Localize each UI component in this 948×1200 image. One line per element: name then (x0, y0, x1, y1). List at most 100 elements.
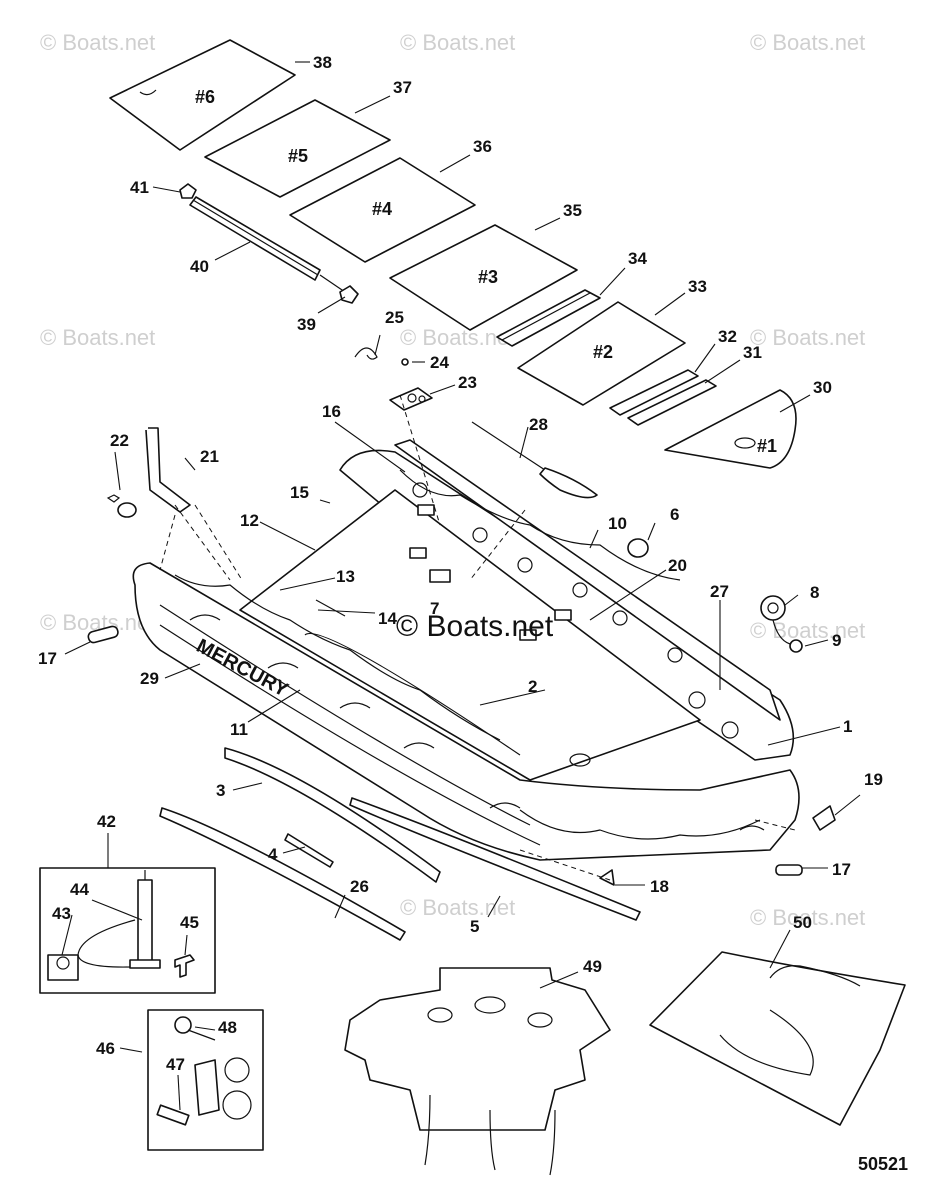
rail-cap-41[interactable] (179, 183, 197, 199)
keel-strip-3[interactable] (224, 747, 441, 883)
callout-43: 43 (52, 904, 71, 923)
callout-21: 21 (200, 447, 219, 466)
panel-label-3: #3 (478, 267, 498, 287)
storage-bag-50[interactable] (649, 951, 906, 1126)
drawing-number: 50521 (858, 1154, 908, 1174)
side-rail-40[interactable] (189, 196, 346, 293)
leader-lines (61, 61, 861, 1111)
callout-37: 37 (393, 78, 412, 97)
callout-8: 8 (810, 583, 819, 602)
stringer-31[interactable] (627, 379, 717, 426)
callout-15: 15 (290, 483, 309, 502)
callout-42: 42 (97, 812, 116, 831)
callout-9: 9 (832, 631, 841, 650)
valve-wrench-48 (174, 1016, 216, 1041)
panel-label-6: #6 (195, 87, 215, 107)
callout-10: 10 (608, 514, 627, 533)
oar-28[interactable] (471, 421, 598, 499)
callout-17-right: 17 (832, 860, 851, 879)
callout-6: 6 (670, 505, 679, 524)
watermark: © Boats.net (750, 30, 865, 55)
callout-23: 23 (458, 373, 477, 392)
watermark: © Boats.net (400, 895, 515, 920)
glue-47 (156, 1059, 220, 1126)
watermark: © Boats.net (40, 30, 155, 55)
watermark: © Boats.net (400, 30, 515, 55)
strake-26[interactable] (159, 807, 406, 941)
panel-label-4: #4 (372, 199, 392, 219)
inflatable-boat-hull[interactable]: MERCURY (132, 439, 800, 861)
callout-14: 14 (378, 609, 397, 628)
callout-45: 45 (180, 913, 199, 932)
callout-39: 39 (297, 315, 316, 334)
stringer-34[interactable] (496, 289, 601, 347)
stringer-32[interactable] (609, 369, 699, 416)
wear-strip-4[interactable] (284, 833, 334, 868)
floor-panel-2[interactable]: #2 (517, 301, 686, 406)
valve-22[interactable] (106, 494, 137, 518)
callout-49: 49 (583, 957, 602, 976)
bracket-23[interactable] (389, 387, 433, 411)
callout-36: 36 (473, 137, 492, 156)
callout-2: 2 (528, 677, 537, 696)
handle-17-left[interactable] (87, 625, 119, 644)
callout-13: 13 (336, 567, 355, 586)
cap-9[interactable] (772, 619, 803, 653)
callout-18: 18 (650, 877, 669, 896)
patch-6[interactable] (627, 538, 649, 558)
handle-17-right[interactable] (775, 864, 803, 876)
callout-5: 5 (470, 917, 479, 936)
callout-7: 7 (430, 599, 439, 618)
callout-26: 26 (350, 877, 369, 896)
callout-29: 29 (140, 669, 159, 688)
callout-28: 28 (529, 415, 548, 434)
callout-16: 16 (322, 402, 341, 421)
panel-label-1: #1 (757, 436, 777, 456)
callout-31: 31 (743, 343, 762, 362)
floor-panel-5[interactable]: #5 (204, 99, 391, 198)
d-ring-18[interactable] (599, 869, 615, 886)
callout-47: 47 (166, 1055, 185, 1074)
seat-strap-21[interactable] (145, 427, 191, 513)
callout-3: 3 (216, 781, 225, 800)
watermark: © Boats.net (750, 618, 865, 643)
callout-20: 20 (668, 556, 687, 575)
floor-panel-1[interactable]: #1 (664, 389, 797, 469)
callout-33: 33 (688, 277, 707, 296)
callout-41: 41 (130, 178, 149, 197)
callout-32: 32 (718, 327, 737, 346)
callout-17-left: 17 (38, 649, 57, 668)
cover-49[interactable] (344, 967, 611, 1176)
rail-cap-39[interactable] (339, 285, 359, 304)
floor-panel-6[interactable]: #6 (109, 39, 296, 151)
callout-22: 22 (110, 431, 129, 450)
floor-panel-4[interactable]: #4 (289, 157, 476, 263)
callout-44: 44 (70, 880, 89, 899)
callout-11: 11 (230, 720, 248, 739)
clip-25[interactable] (354, 347, 378, 360)
keel-strip-5[interactable] (349, 797, 641, 921)
callout-30: 30 (813, 378, 832, 397)
floor-panel-3[interactable]: #3 (389, 224, 578, 331)
callout-35: 35 (563, 201, 582, 220)
center-watermark: © Boats.net (396, 610, 554, 643)
pump-kit-42[interactable] (39, 867, 216, 994)
callout-34: 34 (628, 249, 647, 268)
panel-label-2: #2 (593, 342, 613, 362)
adapter-45 (174, 954, 195, 978)
repair-kit-46[interactable] (147, 1009, 264, 1151)
callout-48: 48 (218, 1018, 237, 1037)
valve-cap-8[interactable] (760, 595, 786, 621)
callout-25: 25 (385, 308, 404, 327)
watermark: © Boats.net (750, 325, 865, 350)
gauge-43 (47, 954, 79, 981)
callout-4: 4 (268, 845, 278, 864)
callout-labels: 38 37 36 35 34 33 32 31 30 41 40 39 25 2… (38, 53, 883, 1074)
screw-24[interactable] (401, 358, 409, 366)
callout-24: 24 (430, 353, 449, 372)
towing-eye-19[interactable] (812, 805, 836, 831)
callout-38: 38 (313, 53, 332, 72)
callout-27: 27 (710, 582, 729, 601)
callout-12: 12 (240, 511, 259, 530)
